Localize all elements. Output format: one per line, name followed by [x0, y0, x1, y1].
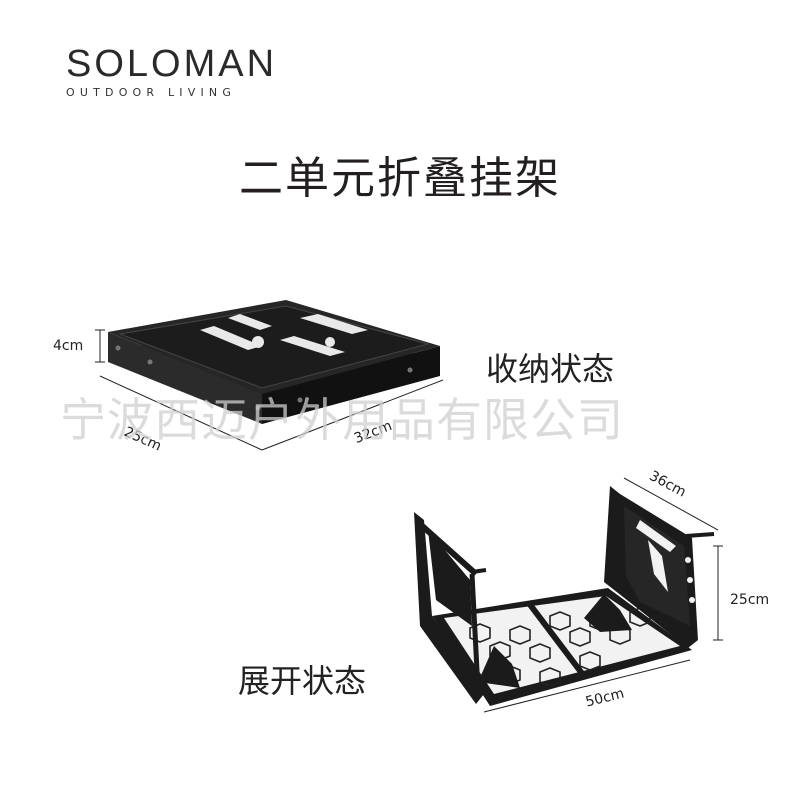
unfolded-dimension-lines — [483, 477, 723, 713]
brand-logo: SOLOMAN OUTDOOR LIVING — [66, 43, 278, 99]
unfolded-rack-image — [414, 477, 723, 713]
folded-height-dimension: 4cm — [53, 338, 84, 354]
folded-state-label: 收纳状态 — [486, 350, 615, 388]
page-title: 二单元折叠挂架 — [239, 153, 561, 204]
unfolded-state-label: 展开状态 — [238, 662, 367, 700]
unfolded-height-dimension: 25cm — [730, 592, 770, 608]
folded-rack-image — [95, 300, 444, 451]
brand-tagline: OUTDOOR LIVING — [66, 86, 237, 99]
folded-dimension-lines — [95, 329, 444, 451]
company-watermark: 宁波西迈户外用品有限公司 — [60, 393, 624, 447]
brand-name: SOLOMAN — [66, 43, 278, 85]
